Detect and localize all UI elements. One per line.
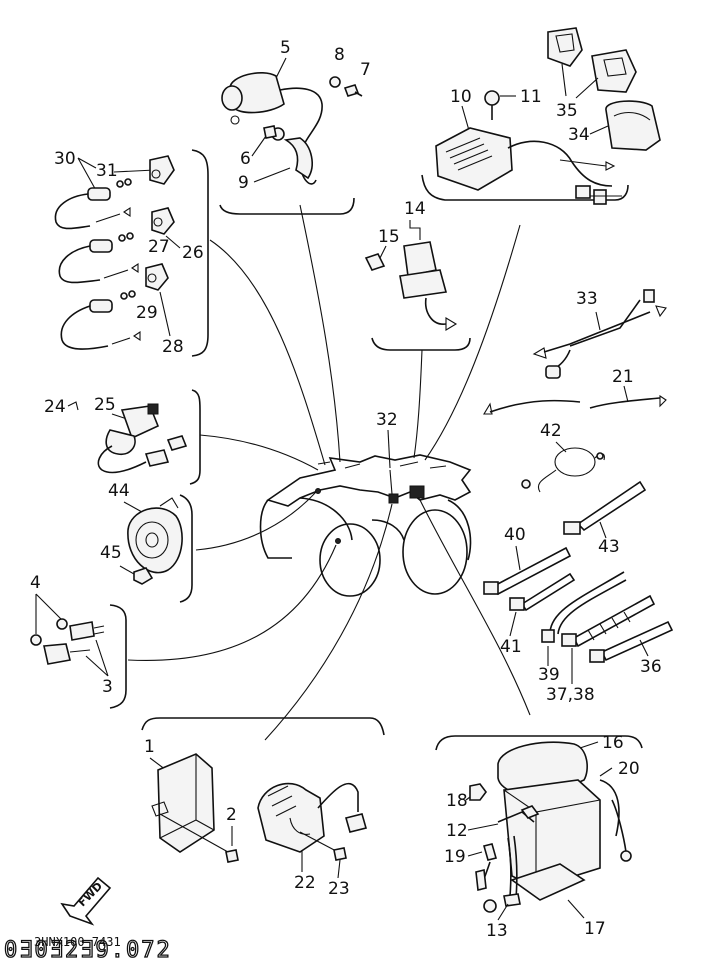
callout-26: 26 bbox=[182, 243, 204, 263]
callout-8: 8 bbox=[334, 45, 345, 65]
callout-29: 29 bbox=[136, 303, 158, 323]
callout-30: 30 bbox=[54, 149, 76, 169]
callout-18: 18 bbox=[446, 791, 468, 811]
starter-relay-group: 14 15 bbox=[364, 199, 458, 331]
callout-19: 19 bbox=[444, 847, 466, 867]
callout-33: 33 bbox=[576, 289, 598, 309]
callout-39: 39 bbox=[538, 665, 560, 685]
callout-22: 22 bbox=[294, 873, 316, 893]
callout-24: 24 bbox=[44, 397, 66, 417]
fwd-label: FWD bbox=[76, 880, 106, 910]
callout-17: 17 bbox=[584, 919, 606, 939]
sensor-cable-group: 30 31 27 26 29 28 bbox=[54, 149, 204, 357]
callout-34: 34 bbox=[568, 125, 590, 145]
callout-35: 35 bbox=[556, 101, 578, 121]
rectifier-regulator-group: 35 34 10 11 bbox=[435, 27, 661, 205]
callout-2: 2 bbox=[226, 805, 237, 825]
callout-31: 31 bbox=[96, 161, 118, 181]
callout-20: 20 bbox=[618, 759, 640, 779]
callout-7: 7 bbox=[360, 60, 371, 80]
horn-group: 44 45 bbox=[100, 481, 183, 585]
leader-lines: 32 bbox=[127, 204, 531, 741]
cable-ties-group: 42 43 40 41 39 37,38 36 bbox=[483, 421, 674, 705]
callout-36: 36 bbox=[640, 657, 662, 677]
callout-5: 5 bbox=[280, 38, 291, 58]
page-code: 0Ǝ0Ǝ2Ǝ9.072 bbox=[4, 938, 172, 960]
callout-37-38: 37,38 bbox=[546, 685, 595, 705]
callout-16: 16 bbox=[602, 733, 624, 753]
callout-3: 3 bbox=[102, 677, 113, 697]
callout-40: 40 bbox=[504, 525, 526, 545]
footer: 3HNX100-7431 0Ǝ0Ǝ2Ǝ9.072 bbox=[3, 935, 172, 960]
callout-43: 43 bbox=[598, 537, 620, 557]
neutral-switch-group: 4 3 bbox=[30, 573, 113, 697]
ignition-coil-group: 5 8 7 6 9 bbox=[221, 38, 371, 193]
callout-27: 27 bbox=[148, 237, 170, 257]
cdi-unit-group: 1 2 22 23 bbox=[144, 737, 367, 899]
callout-42: 42 bbox=[540, 421, 562, 441]
callout-23: 23 bbox=[328, 879, 350, 899]
drawing-code: 3HNX100-7431 bbox=[34, 935, 121, 949]
callout-11: 11 bbox=[520, 87, 542, 107]
atv-silhouette bbox=[259, 454, 472, 597]
callout-44: 44 bbox=[108, 481, 130, 501]
relay-location-marker bbox=[388, 493, 399, 504]
callout-28: 28 bbox=[162, 337, 184, 357]
wire-harness-group: 33 21 bbox=[483, 289, 667, 415]
callout-21: 21 bbox=[612, 367, 634, 387]
callout-41: 41 bbox=[500, 637, 522, 657]
callout-32: 32 bbox=[376, 410, 398, 430]
callout-6: 6 bbox=[240, 149, 251, 169]
callout-1: 1 bbox=[144, 737, 155, 757]
callout-15: 15 bbox=[378, 227, 400, 247]
callout-9: 9 bbox=[238, 173, 249, 193]
coil-group: 24 25 bbox=[44, 395, 188, 474]
callout-25: 25 bbox=[94, 395, 116, 415]
callout-12: 12 bbox=[446, 821, 468, 841]
fuse-box-location-marker bbox=[409, 485, 425, 499]
callout-14: 14 bbox=[404, 199, 426, 219]
callout-45: 45 bbox=[100, 543, 122, 563]
callout-4: 4 bbox=[30, 573, 41, 593]
group-brackets bbox=[109, 149, 643, 751]
callout-13: 13 bbox=[486, 921, 508, 941]
forward-direction-arrow: FWD bbox=[60, 876, 112, 926]
battery-group: 16 20 18 12 19 13 17 bbox=[444, 733, 640, 941]
callout-10: 10 bbox=[450, 87, 472, 107]
